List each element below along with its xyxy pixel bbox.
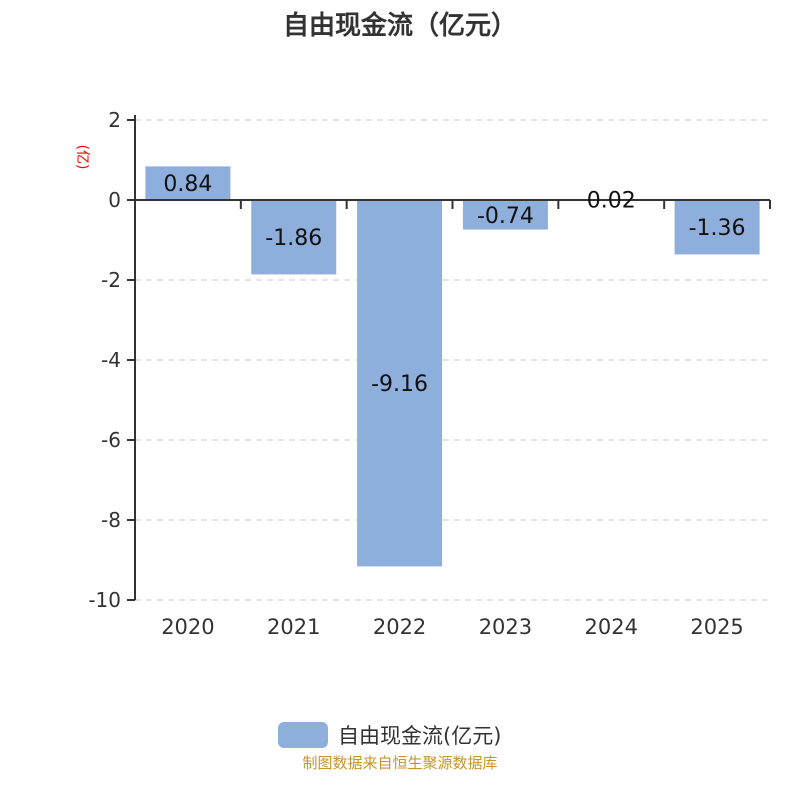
- data-label: 0.84: [163, 172, 212, 197]
- x-tick-label: 2020: [161, 615, 214, 639]
- bar-2021: [251, 200, 337, 275]
- y-axis-label: (亿): [74, 145, 90, 170]
- x-tick-label: 2024: [585, 615, 638, 639]
- legend[interactable]: 自由现金流(亿元): [278, 722, 501, 748]
- x-tick-label: 2023: [479, 615, 532, 639]
- bar-2025: [674, 200, 760, 255]
- data-label: -0.74: [477, 204, 534, 229]
- legend-label: 自由现金流(亿元): [338, 724, 501, 748]
- chart-title: 自由现金流（亿元）: [283, 10, 517, 41]
- bar-2020: [145, 166, 231, 200]
- data-label: -1.86: [265, 226, 322, 251]
- data-label: 0.02: [587, 189, 636, 214]
- y-tick-label: 0: [108, 188, 121, 212]
- footer-source: 制图数据来自恒生聚源数据库: [302, 754, 497, 772]
- bar-2023: [462, 200, 548, 230]
- y-tick-label: 2: [108, 108, 121, 132]
- x-tick-label: 2021: [267, 615, 320, 639]
- x-tick-label: 2022: [373, 615, 426, 639]
- x-tick-label: 2025: [690, 615, 743, 639]
- legend-swatch: [278, 722, 328, 748]
- y-tick-label: -6: [101, 428, 121, 452]
- data-label: -1.36: [689, 216, 746, 241]
- y-tick-label: -2: [101, 268, 121, 292]
- y-tick-label: -4: [101, 348, 121, 372]
- data-label: -9.16: [371, 372, 428, 397]
- y-tick-label: -8: [101, 508, 121, 532]
- y-tick-label: -10: [88, 588, 121, 612]
- bar-2022: [357, 200, 443, 567]
